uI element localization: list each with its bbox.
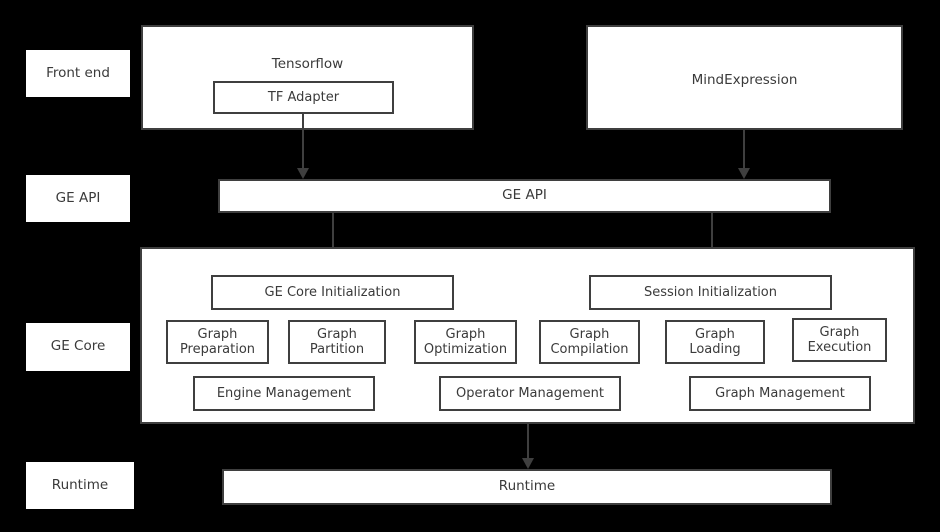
stage-label-ge-api: GE API xyxy=(26,175,130,222)
runtime-bar[interactable]: Runtime xyxy=(222,469,832,505)
arrow-ge-core-to-runtime xyxy=(521,424,535,469)
operator-management-box[interactable]: Operator Management xyxy=(439,376,621,411)
arrow-tf-adapter-to-ge-api xyxy=(296,114,310,179)
arrow-head xyxy=(297,168,309,179)
arrow-shaft xyxy=(743,130,745,168)
graph-loading-box[interactable]: Graph Loading xyxy=(665,320,765,364)
graph-partition-box[interactable]: Graph Partition xyxy=(288,320,386,364)
arrow-mindexpression-to-ge-api xyxy=(737,130,751,179)
arrow-shaft xyxy=(302,114,304,168)
ge-api-bar[interactable]: GE API xyxy=(218,179,831,213)
session-initialization-box[interactable]: Session Initialization xyxy=(589,275,832,310)
stage-label-front-end: Front end xyxy=(26,50,130,97)
arrow-shaft xyxy=(711,213,713,265)
arrow-head xyxy=(738,168,750,179)
stage-label-ge-core: GE Core xyxy=(26,323,130,371)
graph-compilation-box[interactable]: Graph Compilation xyxy=(539,320,640,364)
arrow-shaft xyxy=(332,213,334,265)
arrow-head xyxy=(522,458,534,469)
mindexpression-title: MindExpression xyxy=(691,72,798,88)
ge-core-initialization-box[interactable]: GE Core Initialization xyxy=(211,275,454,310)
graph-preparation-box[interactable]: Graph Preparation xyxy=(166,320,269,364)
tf-adapter-box[interactable]: TF Adapter xyxy=(213,81,394,114)
frontend-mindexpression-frame: MindExpression xyxy=(586,25,903,130)
arrow-shaft xyxy=(527,424,529,458)
stage-label-runtime: Runtime xyxy=(26,462,134,509)
graph-execution-box[interactable]: Graph Execution xyxy=(792,318,887,362)
engine-management-box[interactable]: Engine Management xyxy=(193,376,375,411)
graph-optimization-box[interactable]: Graph Optimization xyxy=(414,320,517,364)
tensorflow-title: Tensorflow xyxy=(271,56,344,72)
graph-management-box[interactable]: Graph Management xyxy=(689,376,871,411)
